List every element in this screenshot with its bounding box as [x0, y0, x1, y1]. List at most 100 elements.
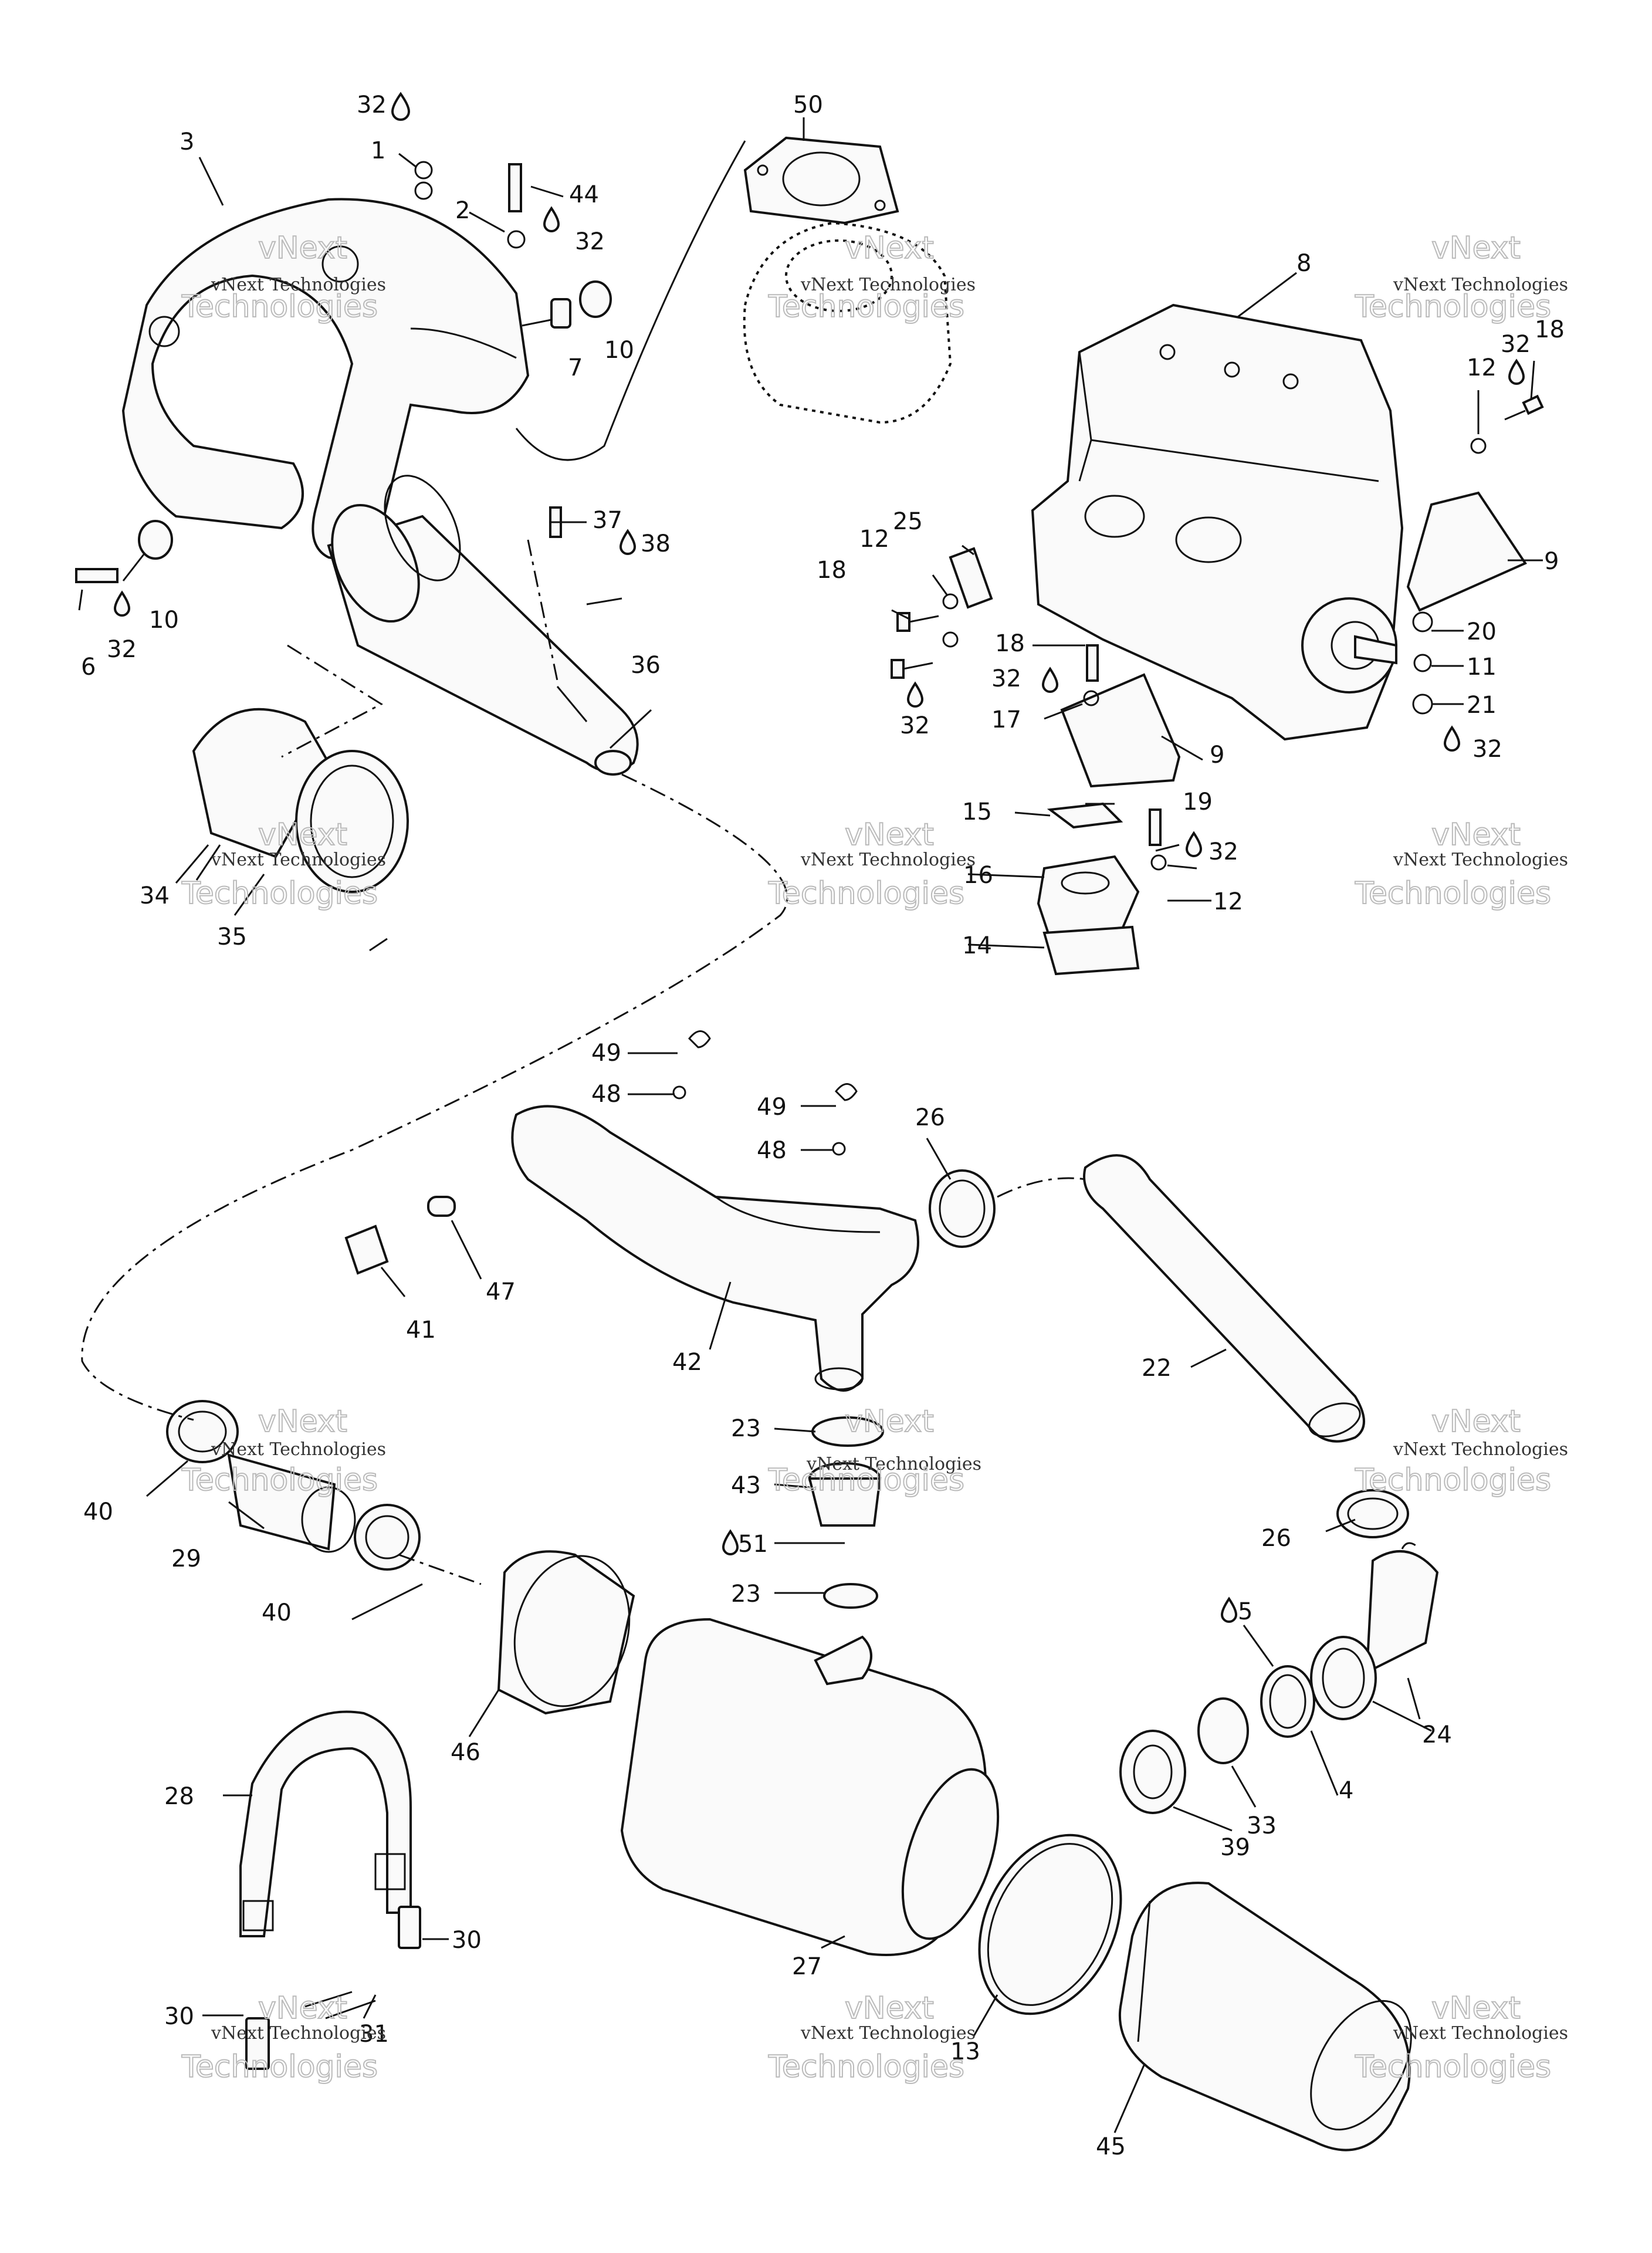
plate-25: [949, 547, 993, 609]
label-48-right: 48: [757, 1137, 787, 1164]
sealant-drop-icon: [722, 1529, 739, 1555]
svg-text:Technologies: Technologies: [181, 289, 378, 324]
watermark-top-right: vNext vNext Technologies Technologies: [1354, 230, 1568, 325]
watermark-lower-center: vNext vNext Technologies Technologies: [767, 1403, 981, 1498]
engine-mount-bracket-rear: [1406, 491, 1527, 612]
label-51: 51: [738, 1531, 768, 1558]
svg-text:vNext: vNext: [845, 1404, 934, 1439]
sealant-drop-icon: [1041, 667, 1059, 693]
clip-41: [344, 1224, 389, 1275]
label-46: 46: [451, 1739, 480, 1766]
svg-text:vNext: vNext: [1431, 817, 1521, 853]
hose-43-with-clamps: [808, 1416, 884, 1609]
label-11: 11: [1467, 654, 1497, 681]
sealant-drop-icons: [113, 92, 1525, 1623]
label-40-left: 40: [83, 1498, 113, 1525]
label-32-g: 32: [900, 712, 930, 739]
watermark-bottom-center: vNext vNext Technologies Technologies: [767, 1990, 976, 2085]
tuned-pipe: [327, 475, 639, 776]
label-41: 41: [406, 1317, 436, 1344]
watermark-bottom-left: vNext vNext Technologies Technologies: [181, 1990, 386, 2085]
label-5: 5: [1238, 1598, 1252, 1625]
svg-text:vNext Technologies: vNext Technologies: [1393, 275, 1568, 295]
sealant-drop-icon: [113, 590, 131, 617]
label-31: 31: [359, 2021, 389, 2048]
svg-text:Technologies: Technologies: [1355, 876, 1551, 911]
watermark-top-left: vNext vNext Technologies Technologies: [181, 230, 386, 325]
svg-text:Technologies: Technologies: [1355, 289, 1551, 324]
watermark-top-center: vNext vNext Technologies Technologies: [767, 230, 976, 325]
svg-text:vNext Technologies: vNext Technologies: [211, 850, 386, 870]
svg-text:Technologies: Technologies: [768, 876, 964, 911]
svg-text:vNext Technologies: vNext Technologies: [800, 2023, 976, 2044]
label-49-left: 49: [591, 1040, 621, 1067]
sealant-drop-icon: [619, 529, 637, 555]
svg-text:vNext: vNext: [845, 231, 934, 266]
label-9-right: 9: [1544, 548, 1559, 575]
engine-block: [1031, 303, 1404, 741]
label-32-c: 32: [1501, 331, 1531, 358]
label-38: 38: [641, 530, 671, 557]
label-45: 45: [1096, 2133, 1126, 2160]
label-21: 21: [1467, 692, 1497, 719]
svg-text:vNext: vNext: [845, 817, 934, 853]
label-49-right: 49: [757, 1094, 787, 1121]
label-43: 43: [731, 1472, 761, 1499]
svg-text:Technologies: Technologies: [181, 1463, 378, 1498]
label-40-bottom: 40: [262, 1599, 292, 1626]
watermark-mid-center: vNext vNext Technologies Technologies: [767, 817, 976, 912]
label-27: 27: [792, 1953, 822, 1980]
svg-text:vNext Technologies: vNext Technologies: [800, 275, 976, 295]
label-44: 44: [569, 181, 599, 208]
bracket-30-left: [245, 2017, 270, 2070]
muffler-27: [620, 1618, 1000, 1956]
sleeve-46: [497, 1550, 635, 1715]
svg-text:vNext Technologies: vNext Technologies: [211, 2023, 386, 2044]
label-18-mid: 18: [995, 630, 1025, 657]
exhaust-hose-22: [1083, 1154, 1365, 1443]
svg-text:vNext Technologies: vNext Technologies: [211, 275, 386, 295]
washers-12-20-11-21: [942, 438, 1487, 871]
label-12-mount: 12: [1213, 888, 1243, 915]
bracket-30-right: [398, 1906, 421, 1949]
label-19: 19: [1183, 789, 1213, 816]
svg-text:vNext: vNext: [1431, 231, 1521, 266]
svg-text:vNext Technologies: vNext Technologies: [806, 1454, 981, 1474]
watermark-mid-left: vNext vNext Technologies Technologies: [181, 817, 386, 912]
label-30-left: 30: [164, 2003, 194, 2030]
label-12-top-right: 12: [1467, 354, 1497, 381]
label-14: 14: [962, 932, 992, 959]
label-9-mid: 9: [1210, 742, 1224, 769]
sealant-drop-icon: [1185, 831, 1203, 857]
svg-text:vNext: vNext: [1431, 1991, 1521, 2026]
svg-text:Technologies: Technologies: [768, 289, 964, 324]
sealant-drop-icon: [391, 92, 411, 121]
label-37: 37: [593, 507, 622, 534]
sealant-drop-icon: [1220, 1596, 1238, 1623]
svg-text:vNext Technologies: vNext Technologies: [1393, 1439, 1568, 1460]
label-32-e: 32: [107, 636, 137, 663]
svg-text:Technologies: Technologies: [181, 2049, 378, 2085]
rubber-mount: [1037, 855, 1140, 941]
svg-text:Technologies: Technologies: [1355, 1463, 1551, 1498]
sealant-drop-icon: [1508, 358, 1525, 385]
label-48-left: 48: [591, 1081, 621, 1108]
label-7: 7: [568, 354, 583, 381]
svg-text:vNext: vNext: [1431, 1404, 1521, 1439]
label-15: 15: [962, 799, 992, 826]
label-22: 22: [1142, 1355, 1172, 1382]
label-10-top: 10: [604, 337, 634, 364]
connection-dash-lines: [81, 140, 1421, 1585]
label-36: 36: [631, 652, 661, 679]
hose-29-with-clamps: [166, 1400, 421, 1571]
label-23-top: 23: [731, 1415, 761, 1442]
label-25: 25: [893, 508, 923, 535]
label-26-bottom: 26: [1261, 1525, 1291, 1552]
watermark-lower-right: vNext vNext Technologies Technologies: [1354, 1403, 1568, 1498]
label-33: 33: [1247, 1812, 1277, 1839]
label-8: 8: [1296, 250, 1311, 277]
strap-28: [239, 1710, 412, 1937]
label-50: 50: [793, 92, 823, 119]
mount-plate: [1042, 925, 1140, 976]
